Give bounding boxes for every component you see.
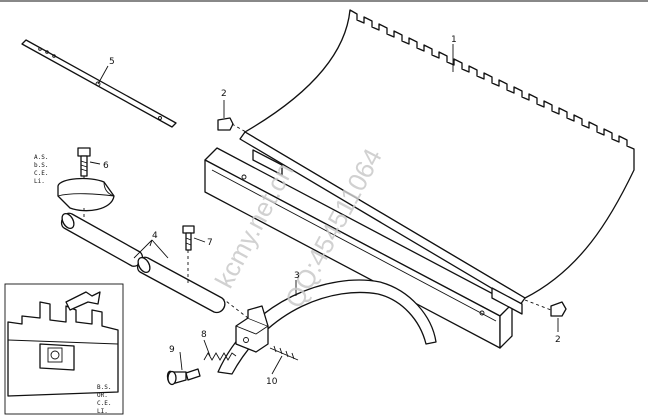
- code-labels-main: A.S. b.S. C.E. Li.: [34, 154, 48, 185]
- callout-6: 6: [103, 161, 109, 171]
- part-5-strap: [21, 39, 177, 128]
- part-10-pin: [269, 345, 299, 361]
- callout-4: 4: [152, 231, 158, 241]
- code-label: B.S.: [97, 384, 111, 391]
- code-label: A.S.: [34, 154, 48, 161]
- callout-2-left: 2: [221, 89, 227, 99]
- code-label: OR.: [97, 392, 108, 399]
- part-9-knob: [166, 368, 201, 386]
- callout-2-right: 2: [555, 335, 561, 345]
- callout-5: 5: [109, 57, 115, 67]
- part-4-rod-upper: [60, 212, 144, 267]
- mounting-block: [57, 177, 115, 222]
- part-1-curved-cover: [244, 9, 635, 299]
- screw-2-right: [524, 299, 567, 317]
- code-label: LI.: [97, 408, 108, 415]
- code-labels-inset: B.S. OR. C.E. LI.: [97, 384, 111, 415]
- callout-1: 1: [451, 35, 457, 45]
- code-label: C.E.: [34, 170, 48, 177]
- code-label: b.S.: [34, 162, 48, 169]
- part-7-bolt: [182, 225, 195, 284]
- code-label: Li.: [34, 178, 45, 185]
- leader-lines: [89, 44, 559, 375]
- clamp-bracket: [221, 297, 269, 353]
- callouts: 1 2 2 3 4 5 6 7 8 9 10: [103, 35, 561, 387]
- part-6-bolt: [77, 147, 91, 186]
- callout-7: 7: [207, 238, 213, 248]
- callout-3: 3: [294, 271, 300, 281]
- support-beam: [204, 131, 526, 349]
- callout-9: 9: [169, 345, 175, 355]
- screw-2-left: [217, 117, 247, 133]
- code-label: C.E.: [97, 400, 111, 407]
- callout-10: 10: [266, 377, 278, 387]
- inset-detail: [4, 283, 124, 415]
- part-4-rod-lower: [136, 256, 226, 314]
- callout-8: 8: [201, 330, 207, 340]
